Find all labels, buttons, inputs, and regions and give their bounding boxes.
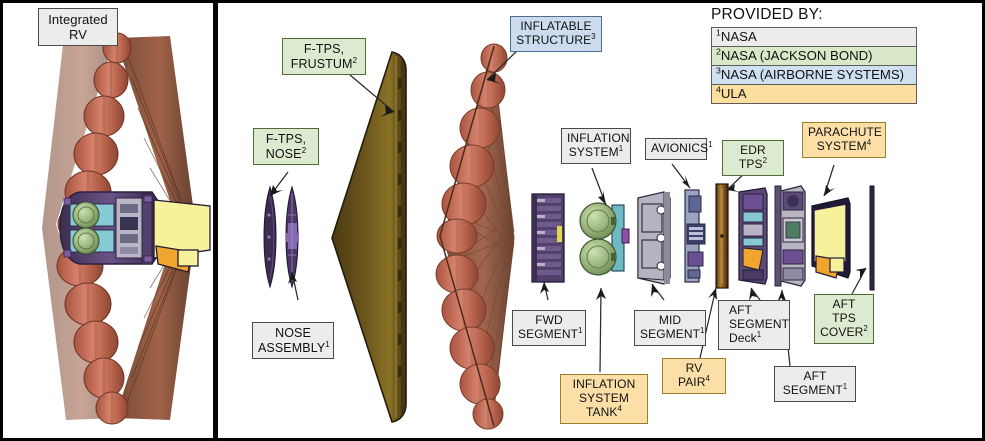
frame-bottom [0,438,985,441]
parachute-system-artwork [806,192,856,284]
label-aft-segment-deck-line3: Deck1 [729,329,762,345]
ftps-nose-artwork [258,185,308,290]
fwd-segment-artwork [528,192,568,284]
label-fwd-segment: FWD SEGMENT1 [512,310,586,346]
legend-marker-2: 2 [716,46,721,57]
sup-marker: 4 [866,137,872,147]
integrated-rv-artwork [20,28,211,428]
edr-tps-artwork [712,182,732,290]
legend-text-4: ULA [720,86,747,101]
label-fwd-segment-line1: FWD [535,313,563,327]
label-aft-segment: AFT SEGMENT1 [774,366,856,402]
sup-marker: 1 [618,143,624,153]
label-fwd-segment-line2: SEGMENT1 [518,325,583,341]
legend-text-3: NASA (AIRBORNE SYSTEMS) [720,67,905,82]
legend-title: PROVIDED BY: [711,6,823,23]
legend-text-2: NASA (JACKSON BOND) [720,48,873,63]
sup-marker: 1 [842,381,848,391]
label-ftps-frustum: F-TPS, FRUSTUM2 [282,38,366,75]
sup-marker: 3 [591,31,596,41]
label-ftps-nose: F-TPS, NOSE2 [253,128,319,165]
aft-segment-artwork [735,186,771,286]
label-nose-assembly: NOSE ASSEMBLY1 [252,322,334,359]
label-inflation-system-tank-line1: INFLATION [572,377,636,391]
label-aft-tps-cover-line2: TPS [832,310,856,325]
label-aft-segment-deck: AFT SEGMENT Deck1 [718,300,790,350]
frame-right [982,0,985,441]
legend-row-ula: 4ULA [711,84,917,104]
label-avionics: AVIONICS1 [645,138,713,160]
label-inflation-system: INFLATION SYSTEM1 [561,128,631,164]
label-aft-segment-deck-line2: SEGMENT [729,316,790,331]
label-integrated-rv-line2: RV [68,27,88,43]
legend-marker-4: 4 [716,84,721,95]
label-integrated-rv-line1: Integrated [48,12,108,27]
label-ftps-nose-line1: F-TPS, [265,132,307,146]
sup-marker: 2 [863,323,868,333]
label-aft-segment-line1: AFT [803,369,827,383]
inflatable-structure-artwork [418,42,524,432]
label-parachute-system-line1: PARACHUTE [808,125,883,139]
legend-text-1: NASA [720,29,757,44]
aft-segment-deck-artwork [771,184,809,288]
aft-tps-cover-artwork [866,184,878,292]
label-inflation-system-tank: INFLATION SYSTEM TANK4 [560,374,648,424]
label-rv-pair-line1: RV PAIR4 [677,361,711,389]
ftps-frustum-artwork [326,48,418,426]
label-edr-tps-line1: EDR TPS2 [738,143,768,171]
inflation-system-artwork [578,195,630,283]
panel-divider [213,0,218,441]
legend-row-nasa: 1NASA [711,27,917,46]
label-aft-tps-cover-line3: COVER2 [820,323,868,339]
sup-marker: 2 [762,155,768,165]
avionics-artwork [679,186,707,286]
legend-marker-3: 3 [716,65,721,76]
label-avionics-line1: AVIONICS1 [651,140,713,155]
label-parachute-system: PARACHUTE SYSTEM4 [802,122,886,158]
sup-marker: 4 [617,403,622,413]
provided-by-legend: PROVIDED BY: 1NASA 2NASA (JACKSON BOND) … [711,6,917,104]
legend-row-jackson-bond: 2NASA (JACKSON BOND) [711,46,917,65]
label-ftps-nose-line2: NOSE2 [265,145,307,161]
label-mid-segment: MID SEGMENT1 [634,310,706,346]
label-aft-tps-cover-line1: AFT [832,297,856,311]
label-parachute-system-line2: SYSTEM4 [816,137,872,153]
label-mid-segment-line1: MID [658,313,682,327]
label-inflation-system-line2: SYSTEM1 [568,143,624,159]
label-nose-assembly-line2: ASSEMBLY1 [258,339,330,355]
label-inflatable-structure: INFLATABLE STRUCTURE3 [510,16,602,52]
label-aft-segment-line2: SEGMENT1 [782,381,848,397]
label-aft-segment-deck-line1: AFT [729,303,752,317]
label-inflatable-structure-line2: STRUCTURE3 [516,31,596,47]
label-rv-pair: RV PAIR4 [662,358,726,394]
label-inflation-system-tank-line2: SYSTEM TANK4 [579,390,629,419]
sup-marker: 2 [352,55,358,65]
label-ftps-frustum-line1: F-TPS, [303,42,345,56]
legend-row-airborne-systems: 3NASA (AIRBORNE SYSTEMS) [711,65,917,84]
sup-marker: 1 [578,325,583,335]
sup-marker: 1 [325,339,330,349]
label-nose-assembly-line1: NOSE [275,326,311,340]
label-aft-tps-cover: AFT TPS COVER2 [814,294,874,344]
frame-top [0,0,985,3]
label-mid-segment-line2: SEGMENT1 [640,325,705,341]
frame-left [0,0,3,441]
label-inflatable-structure-line1: INFLATABLE [520,19,592,33]
sup-marker: 2 [301,145,307,155]
sup-marker: 4 [705,373,711,383]
sup-marker: 1 [708,140,713,149]
sup-marker: 1 [756,329,762,339]
mid-segment-artwork [634,190,674,286]
label-edr-tps: EDR TPS2 [722,140,784,176]
label-inflation-system-line1: INFLATION [567,131,630,145]
label-ftps-frustum-line2: FRUSTUM2 [290,55,358,71]
legend-marker-1: 1 [716,27,721,38]
label-integrated-rv: Integrated RV [38,8,118,47]
sup-marker: 1 [700,325,705,335]
